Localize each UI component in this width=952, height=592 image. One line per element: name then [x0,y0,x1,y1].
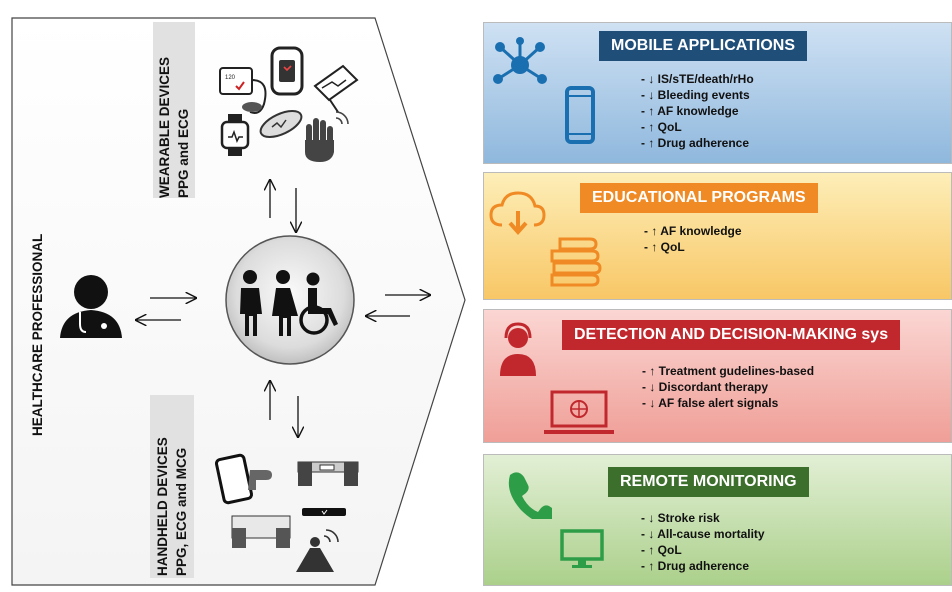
panel-remote-monitoring-list: - ↓ Stroke risk - ↓ All-cause mortality … [641,510,765,574]
smartwatch-icon [220,114,250,156]
wearable-label-line1: WEARABLE DEVICES [157,56,172,198]
monitor-icon [560,529,604,568]
patients-icon [225,235,355,365]
list-item: - ↑ Treatment gudelines-based [642,364,815,378]
handheld-ecg-icon [297,461,359,486]
panel-remote-monitoring-title: REMOTE MONITORING [608,467,809,497]
cloud-download-icon [489,191,546,236]
list-item: - ↑ QoL [641,543,682,557]
phone-icon [565,86,595,144]
arrows [136,180,430,437]
healthcare-label-text: HEALTHCARE PROFESSIONAL [30,233,45,436]
wearable-sensor-icon [259,110,303,138]
panel-detection-list: - ↑ Treatment gudelines-based - ↓ Discor… [642,363,814,411]
wearable-devices-label: WEARABLE DEVICES PPG and ECG [155,57,193,198]
list-item: - ↓ Bleeding events [641,88,750,102]
list-item: - ↑ AF knowledge [641,104,739,118]
tablet-ecg-icon [231,515,291,548]
panel-mobile-applications: MOBILE APPLICATIONS - ↓ IS/sTE/death/rHo… [483,22,952,164]
list-item: - ↑ Drug adherence [641,559,750,573]
doctor-icon [60,275,122,338]
list-item: - ↓ Discordant therapy [642,380,769,394]
list-item: - ↓ IS/sTE/death/rHo [641,72,754,86]
smart-glove-icon [305,111,349,162]
panel-educational-programs-title: EDUCATIONAL PROGRAMS [580,183,818,213]
panel-detection-decision-making: DETECTION AND DECISION-MAKING sys - ↑ Tr… [483,309,952,443]
wearable-label-bg [153,22,195,198]
handheld-label-line2: PPG, ECG and MCG [174,447,189,576]
books-icon [550,237,602,287]
list-item: - ↓ AF false alert signals [642,396,779,410]
list-item: - ↓ All-cause mortality [641,527,765,541]
network-icon [493,37,547,84]
list-item: - ↓ Stroke risk [641,511,720,525]
panel-remote-monitoring: REMOTE MONITORING - ↓ Stroke risk - ↓ Al… [483,454,952,586]
blood-pressure-monitor-icon: 120 [219,67,267,114]
mcg-scanner-icon [296,529,339,572]
list-item: - ↑ QoL [641,120,682,134]
smartphone-finger-icon [214,453,272,505]
handheld-devices-label: HANDHELD DEVICES PPG, ECG and MCG [153,437,191,576]
list-item: - ↑ AF knowledge [644,224,742,238]
svg-text:120: 120 [225,75,236,81]
panel-educational-programs-list: - ↑ AF knowledge - ↑ QoL [644,223,742,255]
ecg-patch-icon [313,64,359,113]
list-item: - ↑ Drug adherence [641,136,750,150]
handheld-label-bg [150,395,194,578]
operator-headset-icon [500,322,536,376]
handheld-label-line1: HANDHELD DEVICES [155,437,170,576]
laptop-globe-icon [544,390,614,434]
ecg-stick-icon [302,508,346,516]
panel-mobile-applications-list: - ↓ IS/sTE/death/rHo - ↓ Bleeding events… [641,71,754,151]
wearable-label-line2: PPG and ECG [176,108,191,198]
panel-mobile-applications-title: MOBILE APPLICATIONS [599,31,807,61]
list-item: - ↑ QoL [644,240,685,254]
healthcare-professional-label: HEALTHCARE PROFESSIONAL [28,234,48,436]
panel-detection-title: DETECTION AND DECISION-MAKING sys [562,320,901,350]
fitness-band-icon [270,46,304,96]
telephone-handset-icon [508,472,552,519]
panel-educational-programs: EDUCATIONAL PROGRAMS - ↑ AF knowledge - … [483,172,952,300]
